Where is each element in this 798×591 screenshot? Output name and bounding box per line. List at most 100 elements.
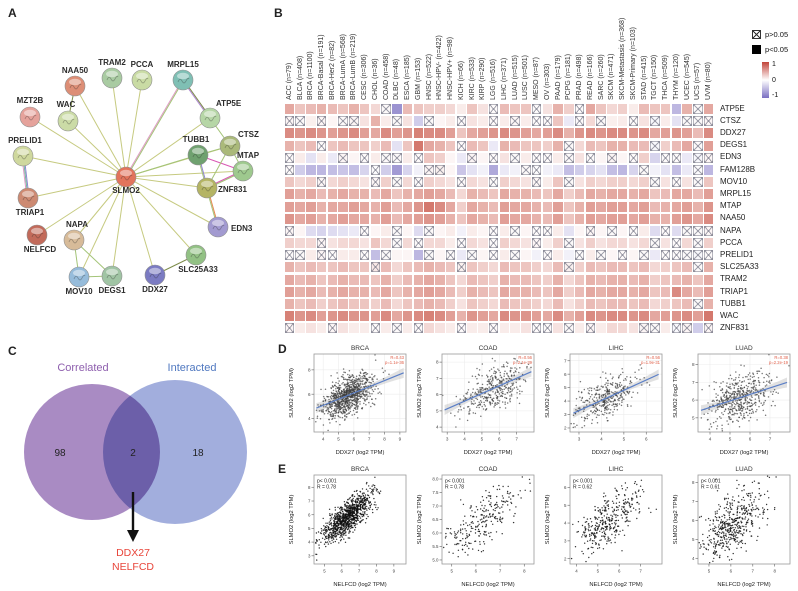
heatmap-cell [703,238,714,249]
heatmap-cell [682,140,692,151]
heatmap-cell [499,213,510,224]
heatmap-cell [359,201,370,212]
heatmap-cell [445,286,456,297]
y-tick-label: 8 [308,485,311,490]
heatmap-cell [542,164,553,175]
heatmap-cell [531,262,542,273]
heatmap-cell [553,274,563,285]
heatmap-cell [693,213,703,224]
heatmap-cell [521,238,531,249]
heatmap-cell [564,238,574,249]
heatmap-cell [445,274,456,285]
heatmap-row-label: EDN3 [720,152,742,162]
y-axis-label: SLMO2 (log2 TPM) [673,495,679,545]
heatmap-cell [424,311,434,322]
heatmap-cell [478,140,488,151]
heatmap-cell [295,262,305,273]
heatmap-cell [564,250,574,261]
network-node-slc25a33: SLC25A33 [178,244,218,274]
heatmap-cell [703,189,714,200]
heatmap-cell [660,164,671,175]
heatmap-cell [553,177,563,188]
heatmap-cell [650,201,660,212]
plot-title: BRCA [351,345,370,352]
heatmap-cell [478,274,488,285]
heatmap-cell [327,238,338,249]
heatmap-cell [574,274,585,285]
heatmap-cell [327,311,338,322]
heatmap-cell [628,262,639,273]
heatmap-cell [660,262,671,273]
venn-left-set-label: Correlated [57,362,108,374]
heatmap-cell [488,286,499,297]
y-tick-label: 7 [692,499,695,504]
heatmap-cell [693,152,703,163]
heatmap-cell [499,152,510,163]
scatter-points-group [570,364,651,429]
heatmap-cell [338,274,348,285]
y-tick-label: 5.0 [432,558,439,563]
heatmap-cell [617,189,628,200]
heatmap-cell [316,225,327,236]
heatmap-cell [574,250,585,261]
heatmap-column-label: KIRP (n=290) [479,57,487,100]
heatmap-cell [413,274,424,285]
heatmap-cell [703,311,714,322]
heatmap-cell [424,177,434,188]
y-tick-label: 7.0 [432,504,439,509]
heatmap-cell [306,116,316,127]
heatmap-cell [467,116,477,127]
heatmap-cell [628,140,639,151]
y-tick-label: 5 [692,415,695,420]
heatmap-cell [413,128,424,139]
heatmap-cell [660,201,671,212]
heatmap-cell [510,225,520,236]
heatmap-cell [521,299,531,309]
network-node-label: CTSZ [238,130,259,139]
heatmap-cell [402,104,413,114]
heatmap-cell [381,262,391,273]
heatmap-cell [456,225,467,236]
heatmap-cell [392,128,402,139]
heatmap-cell [435,189,445,200]
heatmap-cell [617,104,628,114]
heatmap-cell [349,152,359,163]
heatmap-cell [306,262,316,273]
network-edge [125,176,156,276]
heatmap-cell [338,225,348,236]
heatmap-cell [456,189,467,200]
heatmap-cell [574,201,585,212]
heatmap-cell [703,299,714,309]
panel-d-label: D [278,342,287,356]
heatmap-cell [349,140,359,151]
heatmap-cell [467,189,477,200]
heatmap-cell [671,140,682,151]
heatmap-cell [413,189,424,200]
heatmap-cell [499,323,510,334]
x-tick-label: 6 [475,569,478,574]
heatmap-cell [564,274,574,285]
network-edge [126,80,184,178]
heatmap-cell [650,164,660,175]
network-edge [111,77,127,178]
heatmap-cell [424,116,434,127]
panel-a-label: A [8,6,17,20]
network-node-label: ZNF831 [218,185,247,194]
heatmap-cell [660,311,671,322]
heatmap-cell [478,238,488,249]
heatmap-cell [413,225,424,236]
heatmap-cell [435,104,445,114]
network-node-label: DDX27 [142,285,168,294]
panel-b: B ACC (n=79)BLCA (n=408)BRCA (n=1100)BRC… [270,0,798,340]
heatmap-cell [650,238,660,249]
heatmap-cell [478,201,488,212]
heatmap-cell [338,299,348,309]
heatmap-cell [499,116,510,127]
heatmap-cell [456,164,467,175]
heatmap-cell [564,116,574,127]
heatmap-cell [349,104,359,114]
heatmap-cell [424,164,434,175]
heatmap-cell [478,250,488,261]
